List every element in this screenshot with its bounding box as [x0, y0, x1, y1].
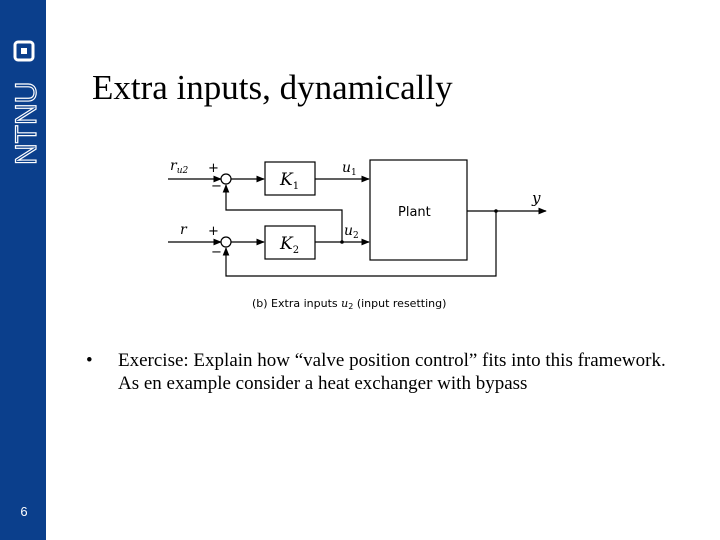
summing-junction-1 [220, 173, 232, 185]
plus-sign-2: + [208, 224, 219, 239]
minus-sign-1: − [211, 179, 222, 194]
bullet-dot: • [86, 350, 93, 371]
page-number: 6 [20, 504, 28, 519]
label-k1: K1 [279, 170, 299, 192]
label-u1: u1 [342, 160, 357, 178]
label-k2: K2 [279, 234, 299, 256]
branch-dot-u2 [340, 240, 344, 244]
wire-y-feedback [222, 211, 497, 277]
label-u2: u2 [344, 223, 359, 241]
ntnu-logo: NTNU [9, 40, 42, 166]
block-diagram: ru2 r y u1 u2 K1 K2 Plant + − + − (b) Ex… [168, 158, 547, 311]
logo-text: NTNU [10, 82, 42, 165]
block-plant [369, 159, 468, 261]
label-r: r [180, 222, 188, 238]
bullet-line-1: Exercise: Explain how “valve position co… [118, 350, 666, 371]
label-plant: Plant [398, 205, 431, 220]
branch-dot-y [494, 209, 498, 213]
slide-title: Extra inputs, dynamically [92, 68, 453, 107]
minus-sign-2: − [211, 245, 222, 260]
diagram-caption: (b) Extra inputs u2 (input resetting) [252, 297, 446, 311]
plus-sign-1: + [208, 161, 219, 176]
summing-junction-2 [220, 236, 232, 248]
label-ru2: ru2 [170, 158, 188, 176]
wire-u2-feedback [222, 184, 343, 242]
label-y: y [531, 189, 541, 207]
sidebar: NTNU 6 [0, 0, 46, 540]
bullet-item: • Exercise: Explain how “valve position … [86, 349, 706, 395]
bullet-line-2: As en example consider a heat exchanger … [118, 373, 528, 394]
bullet-text: Exercise: Explain how “valve position co… [118, 349, 706, 395]
